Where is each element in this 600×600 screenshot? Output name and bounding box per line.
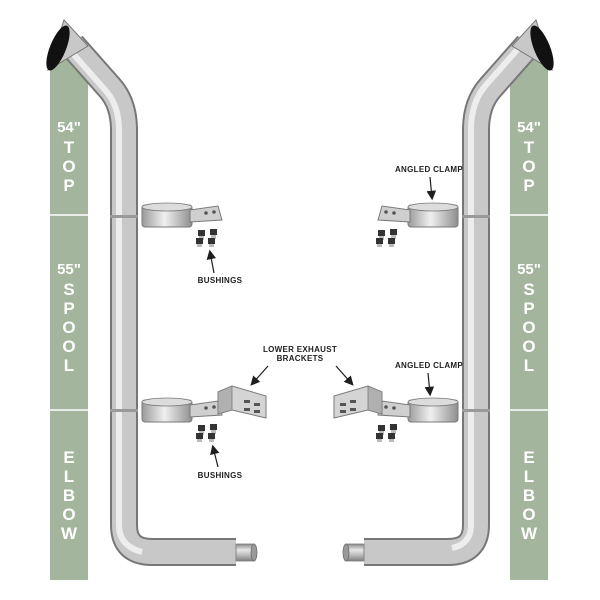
right-stack-pipe (342, 35, 539, 566)
right-spool-word: S P O O L (522, 280, 535, 375)
bushings-upper-label: BUSHINGS (197, 276, 243, 285)
lower-exhaust-brackets-line2: BRACKETS (276, 354, 324, 363)
right-upper-clamp-icon (377, 202, 459, 228)
letter: L (523, 467, 535, 486)
letter: O (522, 318, 536, 337)
letter: O (62, 157, 76, 176)
right-lower-bushings-icon (376, 424, 397, 442)
left-lower-clamp-icon (141, 397, 223, 423)
left-panel (50, 58, 88, 580)
left-top-word: T O P (62, 138, 75, 195)
lower-bracket-right-arrow (335, 365, 354, 386)
letter: W (60, 524, 78, 543)
left-upper-clamp-icon (141, 202, 223, 228)
left-lower-bushings-icon (196, 424, 217, 442)
letter: P (523, 176, 535, 195)
lower-bracket-left-arrow (250, 365, 269, 386)
left-spool-segment-label: 55" S P O O L (50, 261, 88, 376)
letter: O (62, 505, 76, 524)
letter: O (62, 337, 76, 356)
letter: P (63, 176, 75, 195)
letter: T (63, 138, 75, 157)
left-spool-size: 55" (57, 261, 81, 278)
letter: O (522, 505, 536, 524)
letter: B (522, 486, 536, 505)
right-pipe-tip (511, 19, 554, 72)
letter: B (62, 486, 76, 505)
left-elbow-word: E L B O W (61, 448, 77, 543)
letter: S (523, 280, 535, 299)
letter: P (523, 299, 535, 318)
letter: O (522, 157, 536, 176)
right-spool-size: 55" (517, 261, 541, 278)
lower-exhaust-brackets-line1: LOWER EXHAUST (262, 345, 338, 354)
right-panel (510, 58, 548, 580)
right-elbow-word: E L B O W (521, 448, 537, 543)
left-elbow-segment-label: E L B O W (50, 448, 88, 543)
letter: L (523, 356, 535, 375)
letter: E (63, 448, 75, 467)
letter: L (63, 467, 75, 486)
angled-clamp-upper-arrow (426, 176, 437, 201)
left-stack-pipe (61, 35, 258, 566)
right-elbow-segment-label: E L B O W (510, 448, 548, 543)
bushings-lower-label: BUSHINGS (197, 471, 243, 480)
left-lower-bracket-icon (217, 385, 267, 419)
letter: O (522, 337, 536, 356)
angled-clamp-lower-arrow (424, 372, 435, 397)
left-upper-bushings-icon (196, 229, 217, 247)
angled-clamp-upper-label: ANGLED CLAMP (394, 165, 464, 174)
right-lower-bracket-icon (333, 385, 383, 419)
bushings-lower-arrow (210, 444, 220, 468)
bushings-upper-arrow (206, 249, 217, 274)
right-lower-clamp-icon (377, 397, 459, 423)
letter: W (520, 524, 538, 543)
lower-exhaust-brackets-label: LOWER EXHAUST BRACKETS (250, 345, 350, 363)
right-upper-bushings-icon (376, 229, 397, 247)
right-top-size: 54" (517, 119, 541, 136)
left-spool-word: S P O O L (62, 280, 75, 375)
left-top-size: 54" (57, 119, 81, 136)
right-spool-segment-label: 55" S P O O L (510, 261, 548, 376)
letter: E (523, 448, 535, 467)
right-top-segment-label: 54" T O P (510, 119, 548, 196)
right-top-word: T O P (522, 138, 535, 195)
left-pipe-tip (46, 19, 89, 72)
letter: P (63, 299, 75, 318)
letter: L (63, 356, 75, 375)
letter: S (63, 280, 75, 299)
left-top-segment-label: 54" T O P (50, 119, 88, 196)
letter: O (62, 318, 76, 337)
letter: T (523, 138, 535, 157)
angled-clamp-lower-label: ANGLED CLAMP (394, 361, 464, 370)
